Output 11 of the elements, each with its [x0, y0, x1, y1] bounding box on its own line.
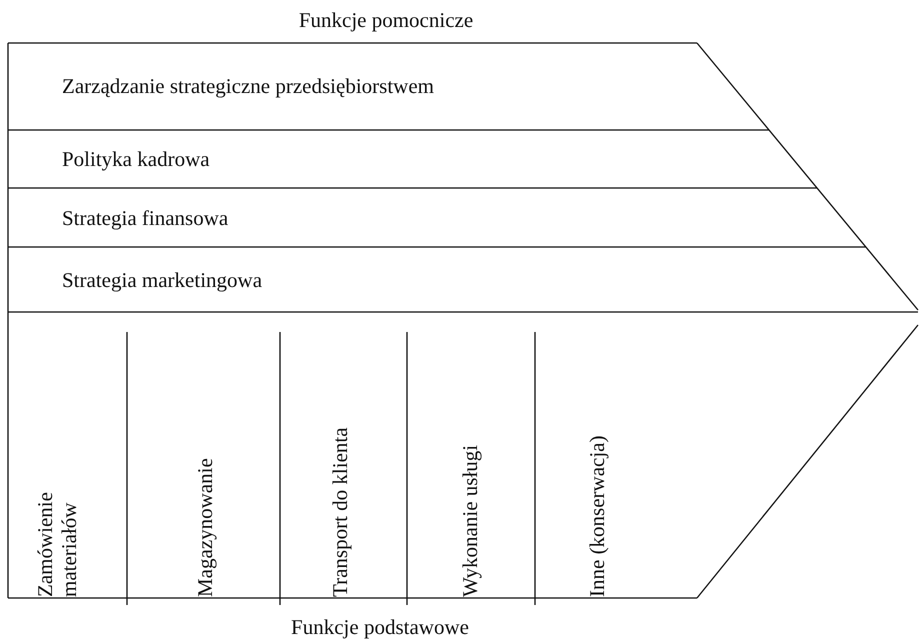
activity-label: Zamówienie materiałów — [33, 437, 81, 597]
activity-label: Zarządzanie strategiczne przedsiębiorstwem — [62, 74, 434, 98]
activity-label: Polityka kadrowa — [62, 147, 210, 171]
activity-label: Magazynowanie — [193, 347, 217, 597]
section-heading: Funkcje pomocnicze — [298, 8, 474, 33]
activity-label: Inne (konserwacja) — [585, 347, 609, 597]
activity-label: Transport do klienta — [328, 347, 352, 597]
activity-label: Strategia finansowa — [62, 206, 228, 230]
activity-label: Wykonanie usługi — [458, 347, 482, 597]
section-heading: Funkcje podstawowe — [291, 615, 469, 640]
activity-label: Strategia marketingowa — [62, 268, 262, 292]
